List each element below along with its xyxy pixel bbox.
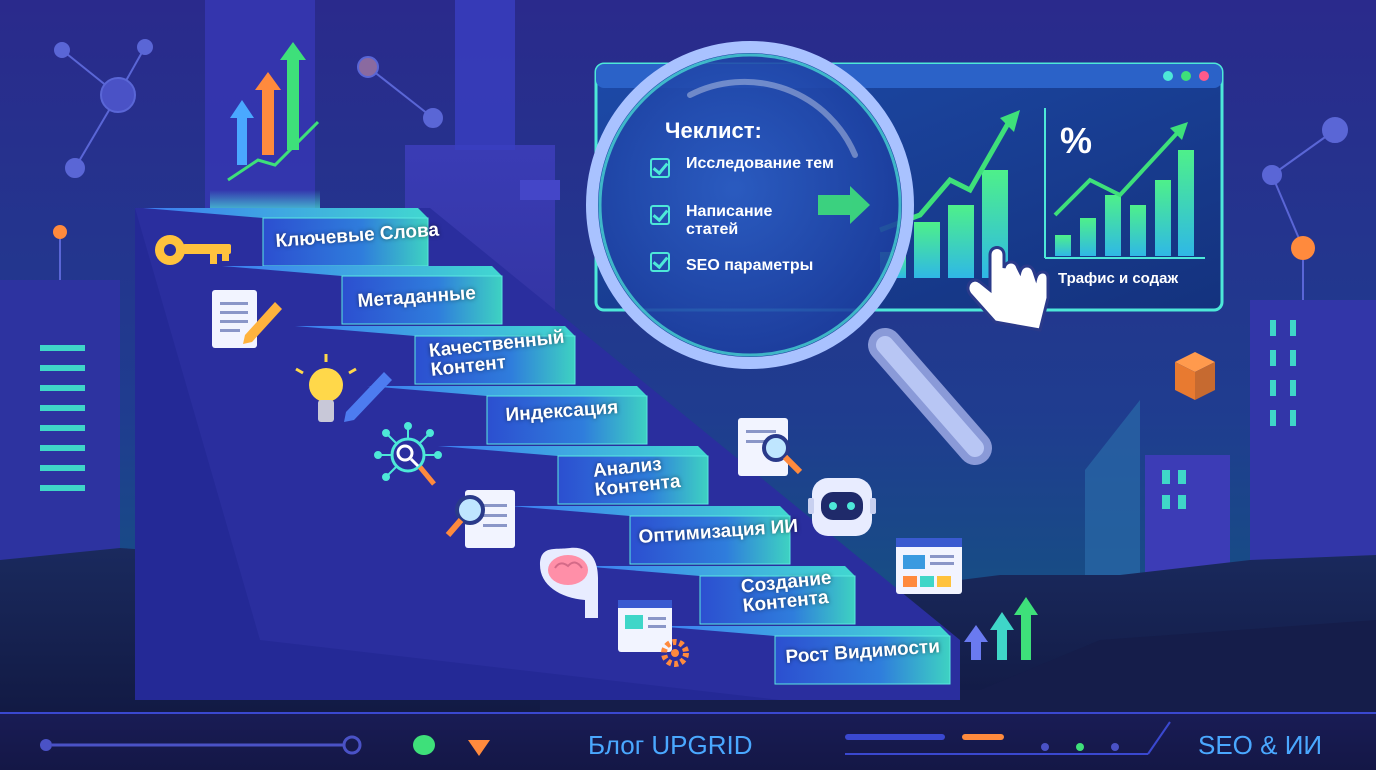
sales-bar [1105,195,1121,256]
sales-bar [1055,235,1071,256]
document-search-icon [445,490,515,548]
key-icon [155,235,231,265]
checklist-item-research: Исследование тем [686,155,834,172]
sales-bar [1080,218,1096,256]
checkbox-checked-icon [650,252,670,272]
lightbulb-pen-icon [295,354,392,422]
network-search-icon [374,422,442,486]
browser-gear-icon [618,600,689,667]
footer-tag-label: SEO & ИИ [1198,730,1323,760]
stair-step-top [295,326,575,336]
stair-step-top [222,266,502,276]
checklist-item-writing: Написание статей [686,203,773,238]
stair-step-top [143,208,428,218]
chat-bubble-icon [413,735,435,755]
traffic-bar [948,205,974,278]
network-nodes-decoration [53,39,1348,300]
stair-step-front [341,275,503,325]
document-pencil-icon [212,290,282,348]
sales-trend-line [1053,128,1182,217]
footer-decoration [40,721,1171,755]
stair-step-top [580,566,855,576]
growth-arrows-icon [227,42,320,182]
sales-bar [1178,150,1194,256]
magnifying-glass-icon [586,41,992,465]
stair-step-top [438,446,708,456]
stair-step-front [699,575,856,625]
triangle-down-icon [468,740,490,756]
trend-arrow-head [1000,110,1020,132]
checkbox-checked-icon [650,205,670,225]
brain-head-icon [540,547,598,618]
sales-bar [1130,205,1146,256]
hand-cursor-icon [966,246,1050,332]
stair-steps [143,208,951,685]
sales-arrow-head [1170,122,1188,140]
footer-blog-label: Блог UPGRID [588,730,753,760]
footer-bar: Блог UPGRID SEO & ИИ [0,712,1376,770]
browser-window-icon [896,538,962,594]
sales-bar-chart [1055,150,1194,256]
stair-step-front [629,515,791,565]
checklist-title: Чеклист: [665,118,762,143]
stair-step-top [510,506,790,516]
stair-step-top [655,626,950,636]
robot-icon [808,478,876,536]
cube-icon [1175,352,1215,400]
percent-symbol: % [1060,120,1093,161]
checkbox-checked-icon [650,158,670,178]
arrows-up-icon [964,597,1038,660]
checklist-item-seo-params: SEO параметры [686,257,814,274]
sales-bar [1155,180,1171,256]
stair-step-front [262,217,429,267]
stair-step-front [774,635,951,685]
stair-step-front [486,395,648,445]
traffic-bar [914,222,940,278]
chart-caption: Трафис и содаж [1058,270,1179,287]
stair-step-front [414,335,576,385]
document-magnifier-icon [738,418,803,476]
stair-step-top [367,386,647,396]
stair-step-front [557,455,709,505]
